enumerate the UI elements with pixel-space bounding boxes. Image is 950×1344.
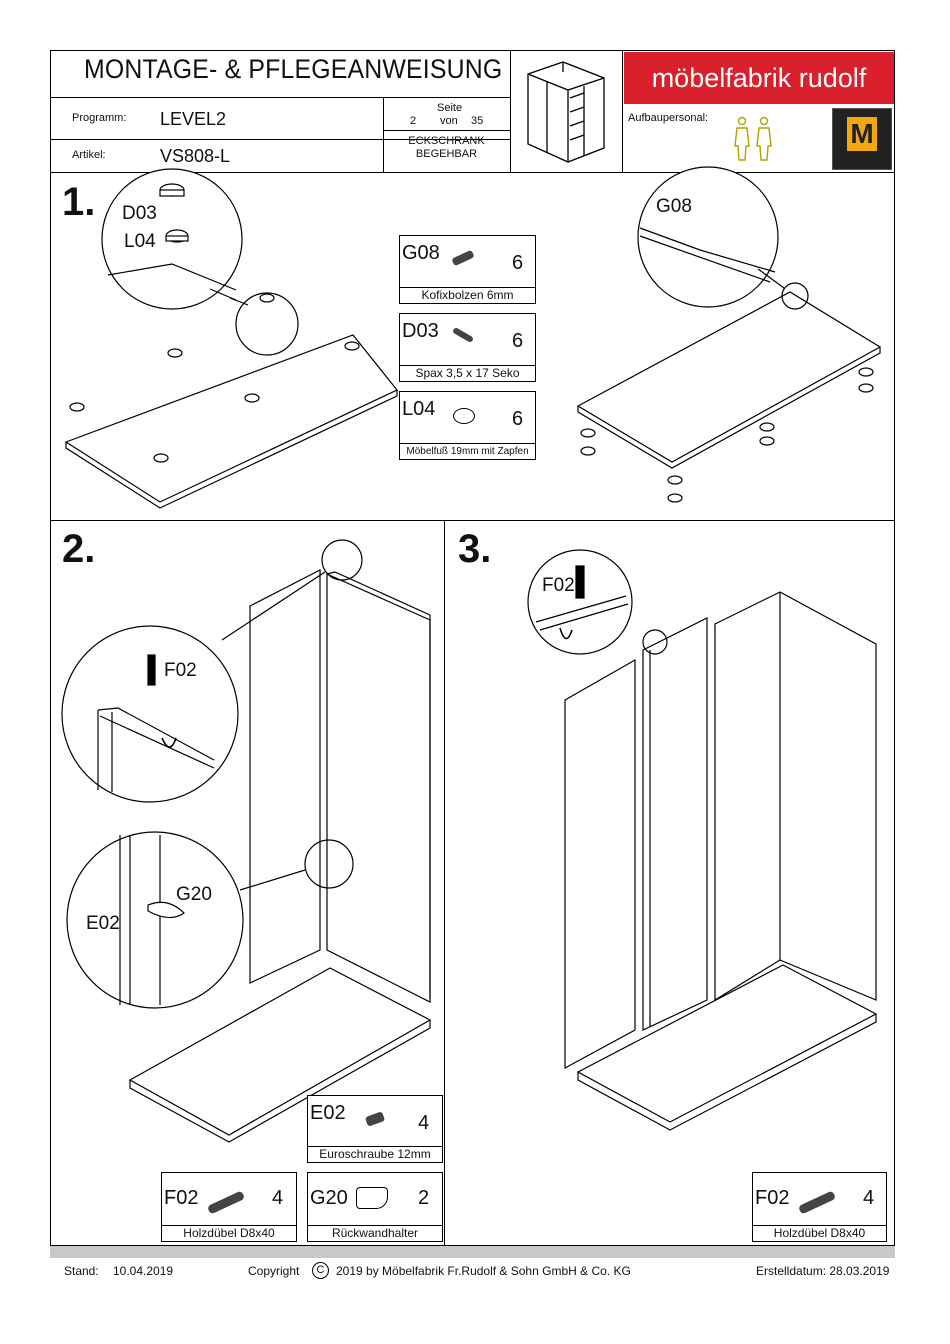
section-divider [50, 520, 895, 521]
dowel-icon [797, 1190, 837, 1215]
part-code: F02 [755, 1187, 790, 1209]
dowel-icon [206, 1190, 246, 1215]
part-qty: 6 [512, 330, 524, 352]
callout-l04: L04 [124, 231, 156, 252]
callout-f02-step3: F02 [542, 575, 575, 596]
stand-label: Stand: [64, 1264, 99, 1278]
stand-date: 10.04.2019 [113, 1264, 174, 1278]
part-box-l04: L04 6 Möbelfuß 19mm mit Zapfen [399, 391, 536, 460]
step-1-number: 1. [62, 180, 96, 224]
part-qty: 4 [418, 1112, 430, 1134]
part-desc: Rückwandhalter [308, 1225, 442, 1241]
part-desc: Möbelfuß 19mm mit Zapfen [400, 443, 535, 459]
callout-f02-step2: F02 [164, 660, 197, 681]
part-desc: Spax 3,5 x 17 Seko [400, 365, 535, 381]
part-qty: 6 [512, 252, 524, 274]
part-box-d03: D03 6 Spax 3,5 x 17 Seko [399, 313, 536, 382]
copyright-text: 2019 by Möbelfabrik Fr.Rudolf & Sohn Gmb… [336, 1264, 631, 1278]
callout-e02: E02 [86, 913, 120, 934]
page-of: von [440, 115, 458, 127]
document-title: MONTAGE- & PFLEGEANWEISUNG [84, 54, 503, 84]
program-value: LEVEL2 [160, 109, 227, 129]
section-divider-vertical [444, 520, 445, 1245]
product-line2: BEGEHBAR [415, 148, 478, 160]
part-code: G20 [310, 1187, 348, 1209]
part-box-f02-step2: F02 4 Holzdübel D8x40 [161, 1172, 297, 1242]
part-box-f02-step3: F02 4 Holzdübel D8x40 [752, 1172, 887, 1242]
part-desc: Holzdübel D8x40 [753, 1225, 886, 1241]
staff-label: Aufbaupersonal: [628, 112, 709, 124]
part-qty: 4 [863, 1187, 875, 1209]
part-code: G08 [402, 242, 440, 264]
part-code: E02 [310, 1102, 346, 1124]
brand-logo: möbelfabrik rudolf [624, 52, 894, 104]
copyright-symbol: C [312, 1262, 329, 1279]
step-3-number: 3. [458, 527, 492, 571]
part-code: L04 [402, 398, 436, 420]
step-2-number: 2. [62, 527, 96, 571]
page-total: 35 [471, 115, 484, 127]
quality-seal-badge: M [832, 108, 892, 170]
part-box-e02: E02 4 Euroschraube 12mm [307, 1095, 443, 1163]
created-date: Erstelldatum: 28.03.2019 [756, 1264, 890, 1278]
part-box-g08: G08 6 Kofixbolzen 6mm [399, 235, 536, 304]
part-qty: 2 [418, 1187, 430, 1209]
page-label: Seite [437, 102, 463, 114]
page-number: 2 [410, 115, 417, 127]
euro-screw-icon [364, 1111, 386, 1127]
part-qty: 6 [512, 408, 524, 430]
part-qty: 4 [272, 1187, 284, 1209]
furniture-foot-icon [453, 408, 475, 424]
part-code: F02 [164, 1187, 199, 1209]
part-desc: Holzdübel D8x40 [162, 1225, 296, 1241]
callout-g20: G20 [176, 884, 212, 905]
program-label: Programm: [72, 112, 127, 124]
part-code: D03 [402, 320, 439, 342]
back-panel-holder-icon [356, 1187, 388, 1209]
article-value: VS808-L [160, 146, 231, 166]
footer-bar [50, 1245, 895, 1258]
article-label: Artikel: [72, 149, 106, 161]
part-box-g20: G20 2 Rückwandhalter [307, 1172, 443, 1242]
bolt-icon [451, 249, 475, 267]
part-desc: Kofixbolzen 6mm [400, 287, 535, 303]
screw-icon [451, 326, 475, 344]
part-desc: Euroschraube 12mm [308, 1146, 442, 1162]
callout-g08: G08 [656, 196, 692, 217]
callout-d03: D03 [122, 203, 157, 224]
product-line1: ECKSCHRANK [408, 135, 485, 147]
copyright-label: Copyright [248, 1264, 300, 1278]
